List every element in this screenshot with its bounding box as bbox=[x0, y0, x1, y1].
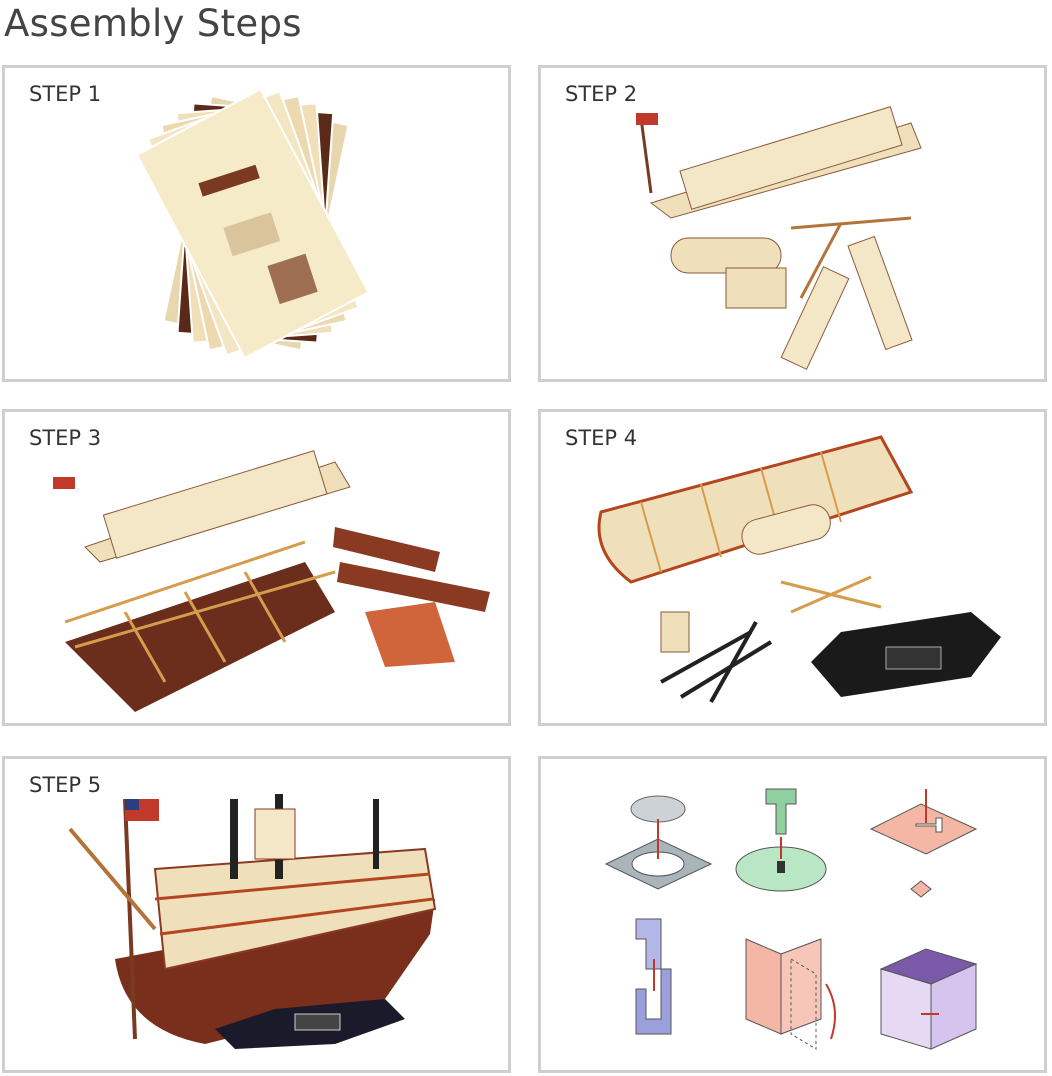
step-3-panel: STEP 3 bbox=[2, 409, 511, 726]
step-5-panel: STEP 5 bbox=[2, 756, 511, 1073]
step-4-panel: STEP 4 bbox=[538, 409, 1047, 726]
step-1-panel: STEP 1 bbox=[2, 65, 511, 382]
hook-slot-diagram bbox=[635, 918, 672, 1035]
connection-diagrams bbox=[604, 788, 978, 1050]
step-label: STEP 4 bbox=[565, 426, 638, 450]
step-2-panel: STEP 2 bbox=[538, 65, 1047, 382]
puzzle-sheets-image bbox=[135, 87, 370, 360]
boat-hull-parts-image bbox=[636, 106, 922, 370]
step-label: STEP 1 bbox=[29, 82, 102, 106]
step-label: STEP 2 bbox=[565, 82, 638, 106]
boat-decks-image bbox=[53, 450, 490, 712]
boat-frame-and-stand-image bbox=[597, 435, 1001, 703]
cross-slot-diagram bbox=[869, 789, 978, 898]
step-label: STEP 3 bbox=[29, 426, 102, 450]
round-slot-diagram bbox=[604, 795, 713, 890]
completed-steamboat-image bbox=[68, 794, 437, 1049]
slot-connection-guide-panel bbox=[538, 756, 1047, 1073]
t-slot-diagram bbox=[735, 788, 827, 892]
box-slot-diagram bbox=[879, 948, 978, 1050]
page-title: Assembly Steps bbox=[4, 2, 302, 45]
fold-slot-diagram bbox=[745, 938, 836, 1050]
step-label: STEP 5 bbox=[29, 773, 102, 797]
